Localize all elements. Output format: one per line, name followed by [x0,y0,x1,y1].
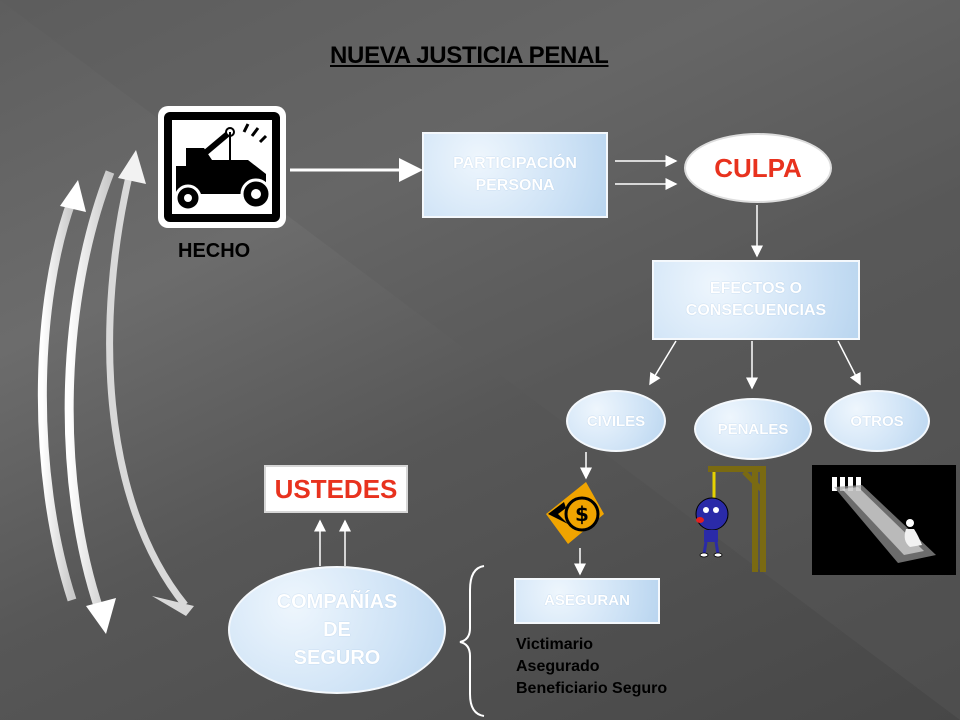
curved-arrow-outer-down-head [86,598,116,634]
efectos-line-1: EFECTOS O [709,280,803,297]
curved-arrow-outer-down [64,170,115,614]
culpa-oval: CULPA [684,133,832,203]
companias-line-2: DE [323,619,351,641]
tow-truck-icon [156,104,288,230]
companias-line-1: COMPAÑÍAS [276,591,398,613]
participacion-line-1: PARTICIPACIÓN [453,155,577,172]
list-item-asegurado: Asegurado [516,658,600,675]
efectos-consecuencias-box: EFECTOS O CONSECUENCIAS [652,260,860,340]
brace-bracket [459,565,485,717]
aseguran-box: ASEGURAN [514,578,660,624]
curved-arrow-inner-head [118,150,146,184]
page-title: NUEVA JUSTICIA PENAL [330,42,609,69]
arrow-efectos-civiles [649,340,677,386]
efectos-line-2: CONSECUENCIAS [685,302,827,319]
otros-oval: OTROS [824,390,930,452]
hecho-label: HECHO [178,240,251,262]
list-item-victimario: Victimario [516,636,594,653]
civiles-oval: CIVILES [566,390,666,452]
companias-seguro-oval: COMPAÑÍAS DE SEGURO [228,566,446,694]
dollar-coin-icon: $ [538,478,608,548]
curved-arrow-inner-tail [152,596,194,616]
curved-arrow-outer-up [37,198,77,602]
penales-oval: PENALES [694,398,812,460]
gallows-icon [690,462,796,574]
arrow-efectos-otros [837,340,861,386]
svg-text:$: $ [575,502,589,526]
prisoner-spotlight-icon [812,465,956,575]
companias-line-3: SEGURO [293,647,381,669]
curved-arrow-inner-up [106,171,188,608]
asegurados-list: Victimario Asegurado Beneficiario Seguro [516,634,667,700]
participacion-line-2: PERSONA [475,177,555,194]
participacion-persona-box: PARTICIPACIÓN PERSONA [422,132,608,218]
list-item-beneficiario: Beneficiario Seguro [516,680,668,697]
ustedes-box: USTEDES [264,465,408,513]
curved-arrow-outer-head [60,180,86,212]
